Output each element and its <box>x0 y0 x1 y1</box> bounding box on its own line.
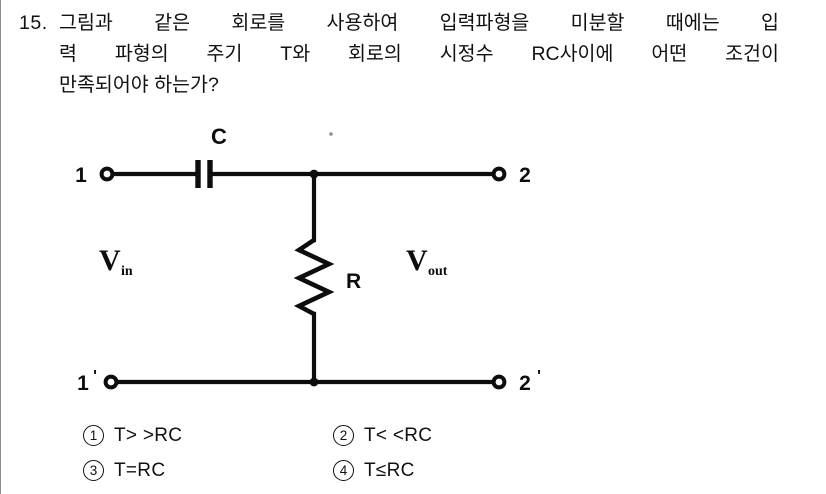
choice-marker-2: 2 <box>333 425 354 446</box>
terminal-ring-top-left <box>99 166 115 182</box>
terminal-label-top-left: 1 <box>75 164 87 187</box>
terminal-label-bottom-left: 1 <box>77 372 89 395</box>
terminal-label-bottom-right: 2 <box>519 372 531 395</box>
terminal-ring-bottom-left <box>103 374 119 390</box>
input-voltage-subscript: in <box>121 264 133 279</box>
circuit-diagram: 1 2 1 ' 2 ' C R V in V out <box>61 118 541 408</box>
resistor-label: R <box>346 270 361 293</box>
choice-option-2[interactable]: 2 T< <RC <box>333 425 583 446</box>
choice-option-1[interactable]: 1 T> >RC <box>83 425 333 446</box>
terminal-prime-bottom-right: ' <box>537 368 541 385</box>
choice-marker-3: 3 <box>83 460 104 481</box>
choice-row-1: 1 T> >RC 2 T< <RC <box>83 418 703 453</box>
junction-node-bottom <box>309 377 319 387</box>
terminal-prime-bottom-left: ' <box>93 368 97 385</box>
terminal-ring-top-right <box>491 166 507 182</box>
output-voltage-subscript: out <box>428 264 448 279</box>
choice-marker-4: 4 <box>333 460 354 481</box>
choice-marker-1: 1 <box>83 425 104 446</box>
choice-option-3[interactable]: 3 T=RC <box>83 460 333 481</box>
answer-choices: 1 T> >RC 2 T< <RC 3 T=RC 4 T≤RC <box>83 418 703 488</box>
choice-text-2: T< <RC <box>364 425 433 446</box>
circuit-svg: 1 2 1 ' 2 ' C R V in V out <box>75 124 541 395</box>
choice-text-4: T≤RC <box>364 460 415 481</box>
capacitor-label: C <box>211 124 227 149</box>
resistor-symbol <box>293 238 335 317</box>
scan-speck <box>329 132 333 136</box>
input-voltage-symbol: V <box>99 244 121 277</box>
choice-option-4[interactable]: 4 T≤RC <box>333 460 583 481</box>
choice-text-1: T> >RC <box>114 425 183 446</box>
terminal-label-top-right: 2 <box>519 164 531 187</box>
output-voltage-symbol: V <box>406 244 428 277</box>
choice-row-2: 3 T=RC 4 T≤RC <box>83 453 703 488</box>
question-number: 15. <box>19 12 48 34</box>
choice-text-3: T=RC <box>114 460 166 481</box>
terminal-ring-bottom-right <box>491 374 507 390</box>
junction-node-top <box>309 169 319 179</box>
question-line-3: 만족되어야 하는가? <box>59 74 219 96</box>
